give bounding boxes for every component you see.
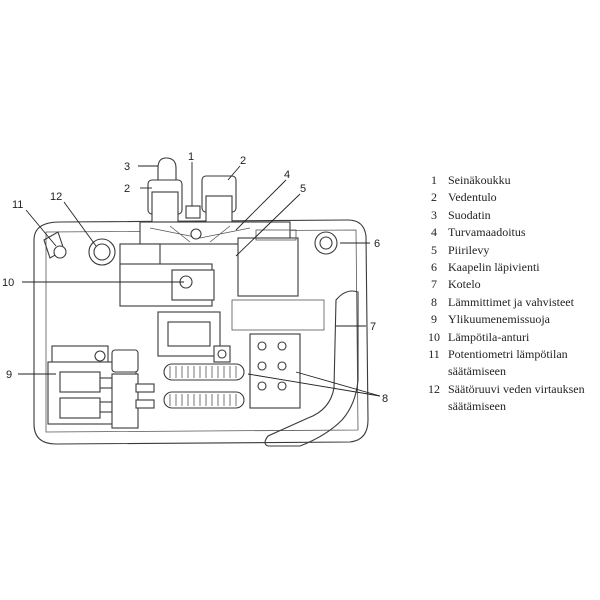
callout-1: 1 — [188, 151, 194, 163]
circuit-board — [237, 229, 299, 297]
callout-9: 9 — [6, 369, 12, 381]
callout-lines — [18, 162, 381, 397]
cable-entry — [314, 231, 338, 255]
callout-2-right: 2 — [240, 155, 246, 167]
callout-4: 4 — [284, 169, 290, 181]
callout-11: 11 — [12, 199, 23, 211]
callout-3: 3 — [124, 161, 130, 173]
callout-5: 5 — [300, 183, 306, 195]
callout-7: 7 — [370, 321, 376, 333]
callout-numbers: 1 2 3 2 4 5 6 7 8 9 10 11 12 — [2, 151, 388, 405]
overheat-protection — [47, 345, 155, 429]
callout-12: 12 — [50, 191, 62, 203]
terminal-block — [213, 333, 301, 409]
temperature-sensor — [119, 263, 215, 307]
device-diagram: 1 2 3 2 4 5 6 7 8 9 10 11 12 — [2, 151, 388, 447]
callout-8: 8 — [382, 393, 388, 405]
cover-housing — [264, 290, 359, 447]
callout-6: 6 — [374, 238, 380, 250]
water-inlet — [147, 157, 237, 223]
heaters — [163, 363, 245, 409]
callout-2-left: 2 — [124, 183, 130, 195]
wall-hook — [43, 231, 67, 259]
center-block — [157, 299, 325, 357]
callout-10: 10 — [2, 277, 14, 289]
